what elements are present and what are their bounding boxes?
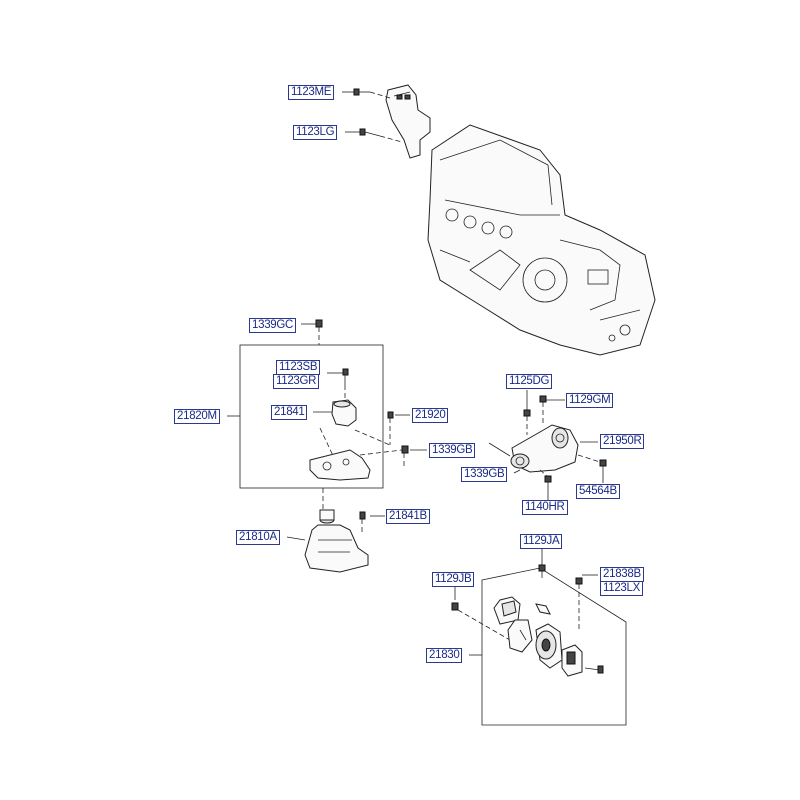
label-21841B[interactable]: 21841B (386, 509, 430, 524)
label-1129JB[interactable]: 1129JB (432, 572, 475, 587)
label-1123LX[interactable]: 1123LX (600, 581, 643, 596)
label-21810A[interactable]: 21810A (236, 530, 280, 545)
label-1140HR[interactable]: 1140HR (522, 500, 568, 515)
bolt-21841B (359, 511, 385, 535)
bolt-54564B (577, 454, 607, 483)
label-1339GB-left[interactable]: 1339GB (429, 443, 476, 458)
engine-transaxle-assembly (427, 124, 656, 356)
transaxle-mount-parts (493, 596, 604, 677)
bolt-1129GM (539, 395, 565, 425)
label-1129JA[interactable]: 1129JA (520, 534, 563, 549)
engine-mount-21810A (286, 488, 369, 573)
nut-1339GC (301, 319, 323, 345)
label-1125DG[interactable]: 1125DG (506, 374, 553, 389)
label-1123SB[interactable]: 1123SB (276, 360, 321, 375)
label-1339GC[interactable]: 1339GC (249, 318, 297, 333)
bolt-1123ME (342, 88, 391, 99)
label-21838B[interactable]: 21838B (600, 567, 644, 582)
bolt-1129JA (538, 548, 546, 578)
label-1123LG[interactable]: 1123LG (293, 125, 338, 140)
bracket-assembly-frame-21830 (481, 567, 627, 726)
top-bracket (385, 84, 431, 159)
lower-bracket (309, 449, 371, 481)
bolt-1129JB (451, 585, 511, 641)
label-54564B[interactable]: 54564B (576, 484, 620, 499)
bolt-21920 (354, 411, 410, 446)
bolt-1125DG (523, 390, 531, 435)
label-21820M[interactable]: 21820M (174, 409, 220, 424)
label-21920[interactable]: 21920 (412, 408, 449, 423)
label-21950R[interactable]: 21950R (600, 434, 645, 449)
bolt-1123LG (345, 128, 403, 143)
label-1123ME[interactable]: 1123ME (288, 85, 335, 100)
bracket-assembly-frame-21820M (239, 344, 384, 489)
label-21841[interactable]: 21841 (271, 405, 308, 420)
label-1129GM[interactable]: 1129GM (566, 393, 614, 408)
bolt-1140HR (539, 469, 552, 500)
bolts-21838B-1123LX (575, 574, 598, 630)
nut-1339GB-left (359, 445, 427, 466)
roll-rod-mount-21950R (488, 424, 598, 474)
bolts-1123SB-1123GR (327, 368, 349, 400)
label-1123GR[interactable]: 1123GR (273, 374, 320, 389)
label-21830[interactable]: 21830 (426, 648, 463, 663)
bracket-21841 (313, 399, 357, 463)
label-1339GB-right[interactable]: 1339GB (461, 467, 508, 482)
